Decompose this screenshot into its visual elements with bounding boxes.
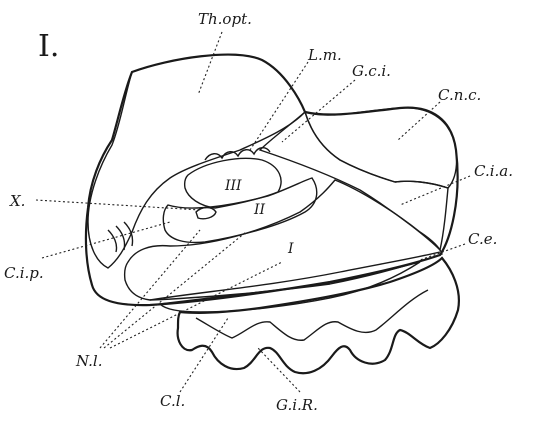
gyri-insulae-region xyxy=(178,258,459,373)
label-roman-iii: III xyxy=(224,178,242,194)
label-c-i-p: C.i.p. xyxy=(4,264,44,282)
label-roman-i: I xyxy=(287,241,294,257)
label-c-l: C.l. xyxy=(160,392,185,410)
leader-l-m xyxy=(250,62,308,150)
label-n-l: N.l. xyxy=(75,352,103,370)
figure-numeral: I. xyxy=(38,29,59,64)
posterior-ridges xyxy=(108,222,133,252)
label-c-n-c: C.n.c. xyxy=(438,86,481,104)
label-th-opt: Th.opt. xyxy=(198,10,252,28)
leader-c-i-a xyxy=(400,176,470,205)
label-x: X. xyxy=(9,192,25,210)
leader-c-i-p xyxy=(42,222,170,258)
label-c-e: C.e. xyxy=(468,230,497,248)
label-g-c-i: G.c.i. xyxy=(352,62,391,80)
label-roman-ii: II xyxy=(253,202,266,218)
leader-x xyxy=(36,200,200,210)
leader-c-l xyxy=(180,318,228,392)
label-g-i-r: G.i.R. xyxy=(276,396,318,414)
label-c-i-a: C.i.a. xyxy=(474,162,513,180)
leader-n-l-1 xyxy=(100,230,200,348)
claustrum-region xyxy=(160,262,420,312)
label-l-m: L.m. xyxy=(307,46,342,64)
capsula-interna-band xyxy=(260,112,448,250)
leader-th-opt xyxy=(198,32,222,95)
interstitial-body xyxy=(196,208,216,219)
